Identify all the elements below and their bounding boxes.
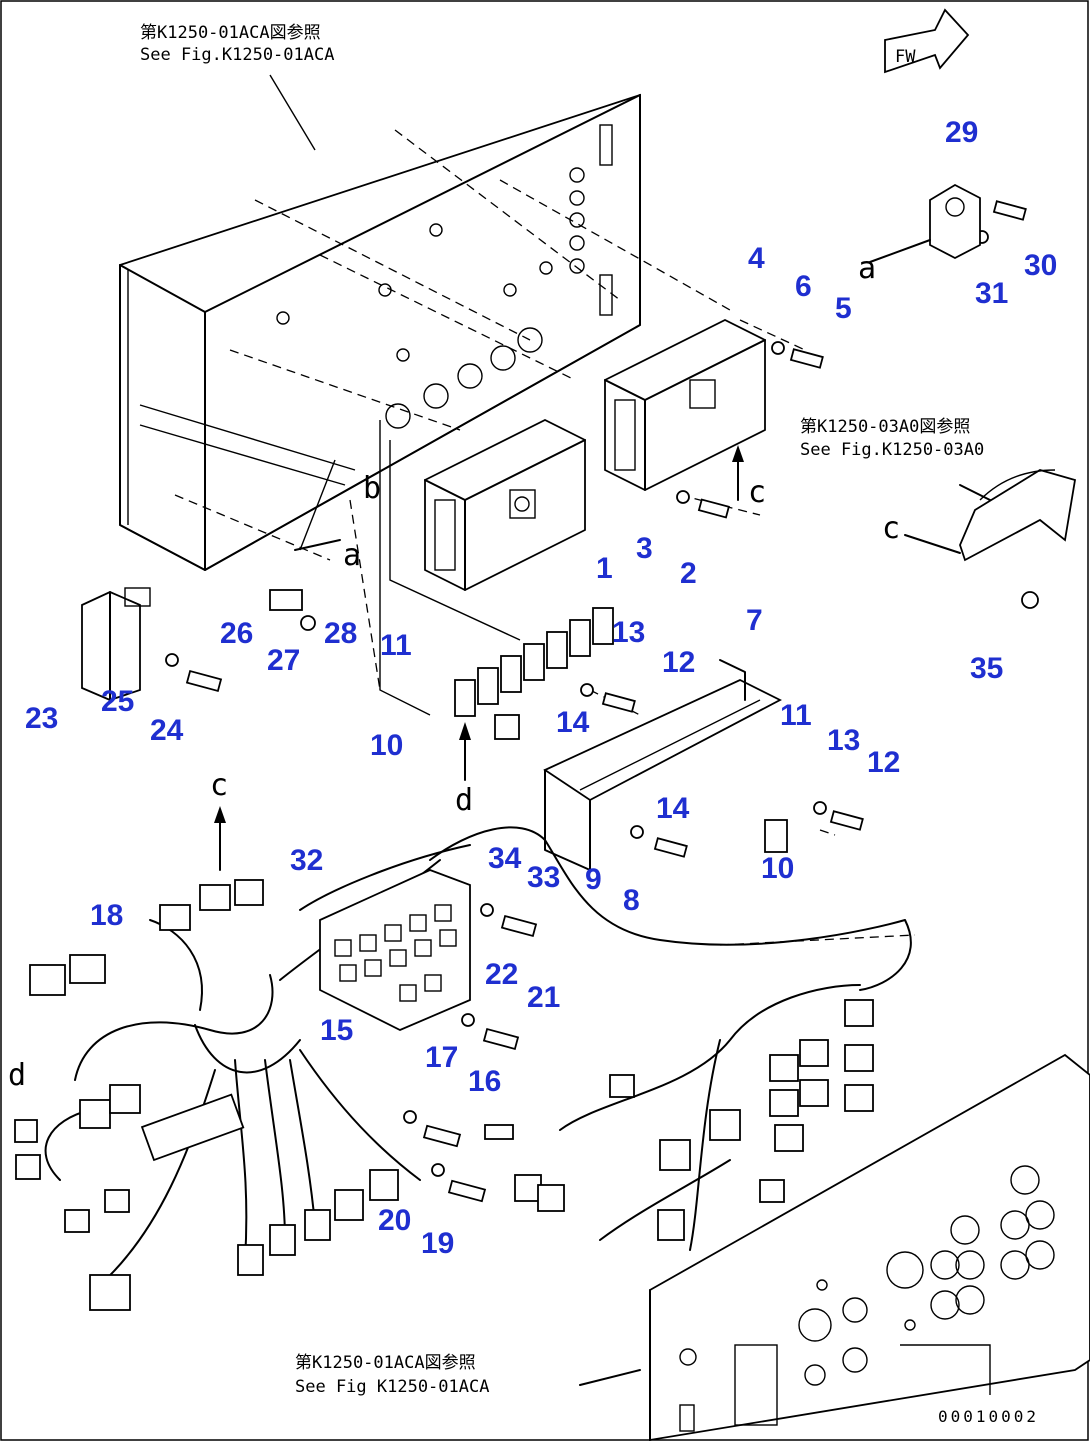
part-label: 10: [761, 852, 794, 885]
part-label: 29: [945, 116, 978, 149]
part-label: 34: [488, 842, 522, 875]
part-label: 14: [656, 792, 690, 825]
view-letter: c: [748, 475, 766, 510]
part-label: 13: [827, 724, 860, 757]
part-number-labels: 1 2 3 4 5 6 7 8 9 10 10 11 11 12 12 13 1…: [25, 116, 1057, 1260]
relay-block-32: [299, 844, 471, 1031]
view-letter: d: [8, 1058, 26, 1093]
reference-text: 第K1250-01ACA図参照: [140, 23, 321, 43]
part-label: 33: [527, 861, 560, 894]
part-label: 3: [636, 532, 653, 565]
instrument-panel: [649, 1053, 1090, 1442]
fasteners: [165, 200, 1039, 1203]
fuse-box-29: [929, 183, 981, 260]
part-label: 13: [612, 616, 645, 649]
part-label: 7: [746, 604, 763, 637]
view-letter: b: [363, 471, 381, 506]
reference-text: See Fig.K1250-01ACA: [140, 45, 334, 65]
direction-label: FW: [895, 47, 916, 67]
relay-row: [269, 589, 788, 853]
part-label: 17: [425, 1041, 458, 1074]
leader-lines: [269, 74, 521, 716]
part-label: 16: [468, 1065, 501, 1098]
part-label: 11: [380, 629, 412, 662]
part-label: 24: [150, 714, 184, 747]
part-label: 25: [101, 685, 134, 718]
part-label: 27: [267, 644, 300, 677]
part-label: 11: [780, 699, 812, 732]
controller-unit-4: [604, 318, 766, 492]
part-label: 6: [795, 270, 812, 303]
forward-direction-badge: FW: [884, 8, 970, 74]
view-letter-group: a a b c c d d c: [8, 251, 900, 1093]
reference-text: See Fig K1250-01ACA: [295, 1377, 489, 1397]
right-harness: [484, 984, 874, 1251]
part-label: 8: [623, 884, 640, 917]
part-label: 35: [970, 652, 1003, 685]
part-label: 22: [485, 958, 518, 991]
reference-text: 第K1250-03A0図参照: [800, 417, 970, 437]
view-letter: c: [210, 768, 228, 803]
part-label: 26: [220, 617, 253, 650]
view-letter: a: [858, 251, 876, 286]
view-letter: c: [882, 511, 900, 546]
part-label: 12: [867, 746, 900, 779]
part-label: 1: [596, 552, 613, 585]
part-label: 32: [290, 844, 323, 877]
view-letter: d: [455, 783, 473, 818]
bracket-23: [81, 587, 151, 701]
part-label: 12: [662, 646, 695, 679]
part-label: 15: [320, 1014, 353, 1047]
part-label: 9: [585, 863, 602, 896]
part-label: 31: [975, 277, 1008, 310]
part-label: 18: [90, 899, 123, 932]
part-label: 4: [748, 242, 765, 275]
wire-harness: [14, 826, 912, 1311]
view-arrows: [214, 239, 991, 1395]
part-label: 2: [680, 557, 697, 590]
part-label: 21: [527, 981, 560, 1014]
part-label: 30: [1024, 249, 1057, 282]
part-label: 10: [370, 729, 403, 762]
drawing-code: 00010002: [938, 1407, 1039, 1426]
duct-35: [959, 469, 1077, 562]
mounting-bracket-7: [543, 659, 782, 871]
part-label: 23: [25, 702, 58, 735]
reference-text: See Fig.K1250-03A0: [800, 440, 984, 460]
reference-text: 第K1250-01ACA図参照: [295, 1353, 476, 1373]
part-label: 20: [378, 1204, 411, 1237]
reference-notes: 第K1250-01ACA図参照 See Fig.K1250-01ACA 第K12…: [140, 23, 1039, 1426]
part-label: 28: [324, 617, 357, 650]
part-label: 5: [835, 292, 852, 325]
part-label: 14: [556, 706, 590, 739]
view-letter: a: [343, 538, 361, 573]
part-label: 19: [421, 1227, 454, 1260]
controller-unit-1: [424, 418, 586, 592]
cabinet-box: [119, 93, 641, 572]
